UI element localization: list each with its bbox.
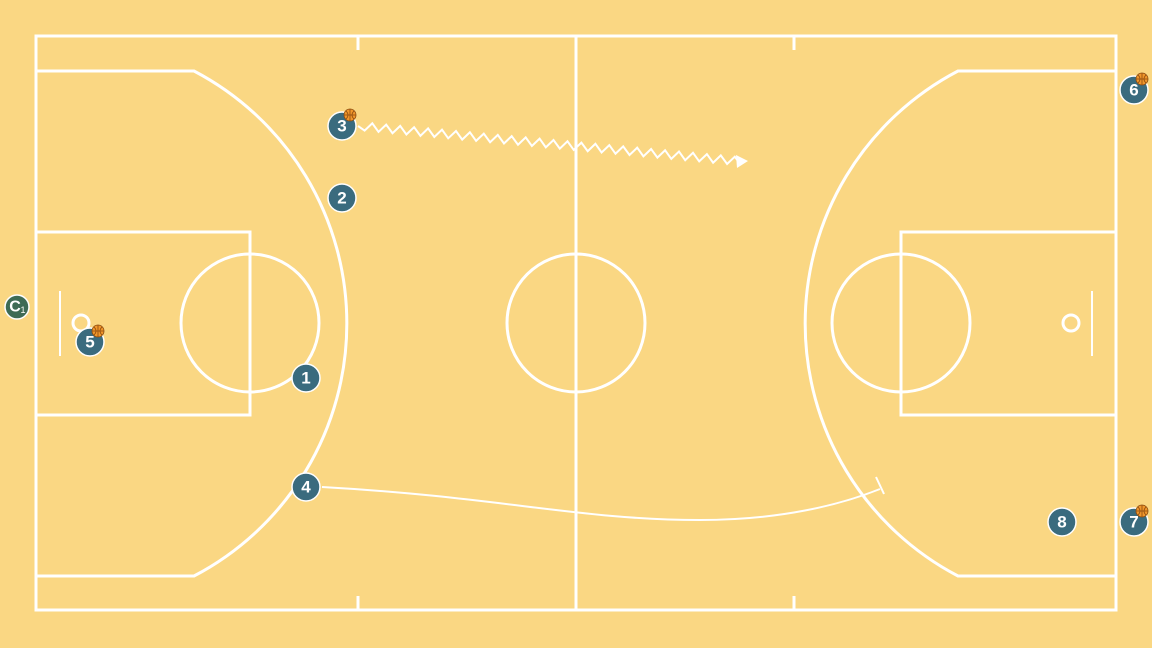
key-right <box>899 230 1118 417</box>
free-throw-circle-right <box>830 252 972 394</box>
dribble-arrowhead <box>736 155 748 168</box>
coach-label: C <box>9 299 21 316</box>
player-7[interactable]: 7 <box>1119 504 1149 537</box>
player-circle <box>1047 507 1077 537</box>
free-throw-circle-left <box>179 252 321 394</box>
player-1[interactable]: 1 <box>291 363 321 393</box>
player-number: 7 <box>1129 513 1138 532</box>
basketball-icon <box>1135 72 1149 86</box>
key-left <box>34 230 252 417</box>
coach-circle <box>4 294 30 320</box>
player-6[interactable]: 6 <box>1119 72 1149 105</box>
actions-layer <box>321 121 885 522</box>
hoop-right <box>1061 313 1081 333</box>
player-circle <box>291 363 321 393</box>
player-number: 8 <box>1057 513 1066 532</box>
player-3[interactable]: 3 <box>327 108 357 141</box>
coach-marker: C 1 <box>4 294 30 320</box>
basketball-icon <box>1135 504 1149 518</box>
court-lines <box>34 34 1118 612</box>
player-2[interactable]: 2 <box>327 183 357 213</box>
center-circle <box>505 252 647 394</box>
player-circle <box>291 472 321 502</box>
player-number: 2 <box>337 189 346 208</box>
player-number: 5 <box>85 333 94 352</box>
coach-sub-label: 1 <box>20 305 25 315</box>
player-8[interactable]: 8 <box>1047 507 1077 537</box>
basketball-icon <box>91 324 105 338</box>
dribble-arrow-icon <box>357 121 739 166</box>
player-5[interactable]: 5 <box>75 324 105 357</box>
player-number: 4 <box>301 478 311 497</box>
three-point-line-right <box>803 69 1116 578</box>
player-4[interactable]: 4 <box>291 472 321 502</box>
player-number: 3 <box>337 117 346 136</box>
three-point-line-left <box>36 69 349 578</box>
player-number: 6 <box>1129 81 1138 100</box>
basketball-icon <box>343 108 357 122</box>
screen-line-icon <box>321 486 881 522</box>
player-circle <box>327 183 357 213</box>
player-number: 1 <box>301 369 310 388</box>
screen-bar <box>875 476 885 495</box>
